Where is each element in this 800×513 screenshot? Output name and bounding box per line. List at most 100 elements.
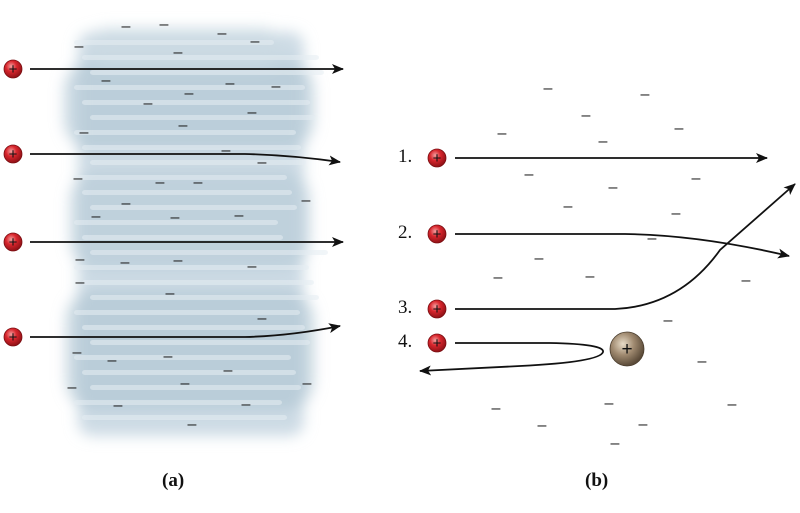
foil-streak-16 [74, 265, 309, 270]
alpha-particle-4: + [3, 327, 23, 347]
foil-texture [74, 40, 328, 420]
foil-streak-10 [74, 175, 287, 180]
foil-streak-11 [82, 190, 292, 195]
electron-b-10: – [564, 198, 573, 215]
electron-a-9: – [185, 85, 194, 102]
electron-a-16: – [74, 170, 83, 187]
foil-streak-1 [74, 40, 274, 45]
electron-a-39: – [242, 396, 251, 413]
electron-b-8: – [609, 179, 618, 196]
alpha-particle-6: + [427, 224, 447, 244]
electron-b-1: – [544, 80, 553, 97]
electron-a-22: – [171, 209, 180, 226]
electron-b-16: – [742, 272, 751, 289]
electron-a-30: – [166, 285, 175, 302]
alpha-particle-8: + [427, 333, 447, 353]
electron-a-21: – [92, 208, 101, 225]
electron-a-41: – [188, 416, 197, 433]
electron-a-10: – [272, 78, 281, 95]
electron-a-15: – [222, 142, 231, 159]
foil-streak-5 [82, 100, 310, 105]
electron-b-22: – [538, 417, 547, 434]
particle-charge-label: + [9, 61, 18, 78]
alpha-particle-2: + [3, 144, 23, 164]
electron-a-7: – [102, 72, 111, 89]
foil-streak-24 [90, 385, 301, 390]
electron-a-24: – [302, 192, 311, 209]
foil-streak-6 [90, 115, 315, 120]
electron-b-7: – [525, 166, 534, 183]
electron-a-1: – [122, 18, 131, 35]
electron-a-5: – [75, 38, 84, 55]
trajectories-panel-b [419, 153, 796, 376]
foil-streak-15 [90, 250, 328, 255]
alpha-particle-7: + [427, 299, 447, 319]
foil-streak-22 [74, 355, 291, 360]
electron-b-23: – [639, 416, 648, 433]
particle-charge-label: + [433, 301, 442, 318]
electron-b-24: – [611, 435, 620, 452]
electron-b-3: – [582, 107, 591, 124]
electron-b-21: – [492, 400, 501, 417]
electron-b-15: – [586, 268, 595, 285]
electron-a-2: – [160, 16, 169, 33]
electron-a-20: – [258, 154, 267, 171]
electron-b-18: – [698, 353, 707, 370]
foil-streak-26 [82, 415, 287, 420]
foil-streak-7 [74, 130, 296, 135]
foil-streak-23 [82, 370, 296, 375]
foil-streak-8 [82, 145, 301, 150]
electron-b-17: – [664, 312, 673, 329]
trajectory-b-4 [419, 342, 604, 376]
electron-a-29: – [76, 274, 85, 291]
electrons-panel-a: ––––––––––––––––––––––––––––––––––––––––… [68, 16, 312, 433]
particle-charge-label: + [9, 329, 18, 346]
electron-b-2: – [641, 86, 650, 103]
foil-streak-18 [90, 295, 319, 300]
particle-charge-label: + [433, 150, 442, 167]
electron-a-28: – [248, 258, 257, 275]
alpha-particle-5: + [427, 148, 447, 168]
electron-b-14: – [494, 269, 503, 286]
trajectory-b-3 [455, 183, 796, 310]
electron-a-17: – [122, 195, 131, 212]
foil-streak-4 [74, 85, 305, 90]
electron-a-27: – [174, 252, 183, 269]
foil-streak-21 [90, 340, 310, 345]
electron-b-12: – [535, 250, 544, 267]
nucleus-charge-label: + [621, 339, 632, 360]
foil-streak-3 [90, 70, 324, 75]
foil-streak-14 [82, 235, 283, 240]
particle-charge-label: + [433, 226, 442, 243]
electron-a-13: – [179, 117, 188, 134]
foil-streak-17 [82, 280, 314, 285]
nucleus: + [609, 331, 645, 367]
electron-b-4: – [675, 120, 684, 137]
electron-a-23: – [235, 207, 244, 224]
electron-b-13: – [648, 230, 657, 247]
electron-a-6: – [174, 44, 183, 61]
alpha-particle-1: + [3, 59, 23, 79]
particle-charge-label: + [9, 234, 18, 251]
electron-a-11: – [226, 75, 235, 92]
electrons-panel-b: –––––––––––––––––––––––– [492, 80, 751, 452]
trajectories-panel-a [30, 64, 344, 338]
particle-charge-label: + [433, 335, 442, 352]
electron-a-26: – [121, 254, 130, 271]
electron-a-33: – [108, 352, 117, 369]
electron-a-25: – [76, 251, 85, 268]
electron-a-18: – [156, 174, 165, 191]
foil-streak-9 [90, 160, 306, 165]
foil-streak-12 [90, 205, 297, 210]
foil-streak-19 [74, 310, 300, 315]
panel-a-label: (a) [162, 470, 185, 491]
electron-b-5: – [498, 125, 507, 142]
trajectory-b-2 [455, 233, 790, 259]
electron-a-38: – [114, 397, 123, 414]
panel-b-label: (b) [585, 470, 609, 491]
foil-streak-25 [74, 400, 282, 405]
electron-a-12: – [80, 124, 89, 141]
electron-a-35: – [224, 362, 233, 379]
foil-streak-20 [82, 325, 305, 330]
